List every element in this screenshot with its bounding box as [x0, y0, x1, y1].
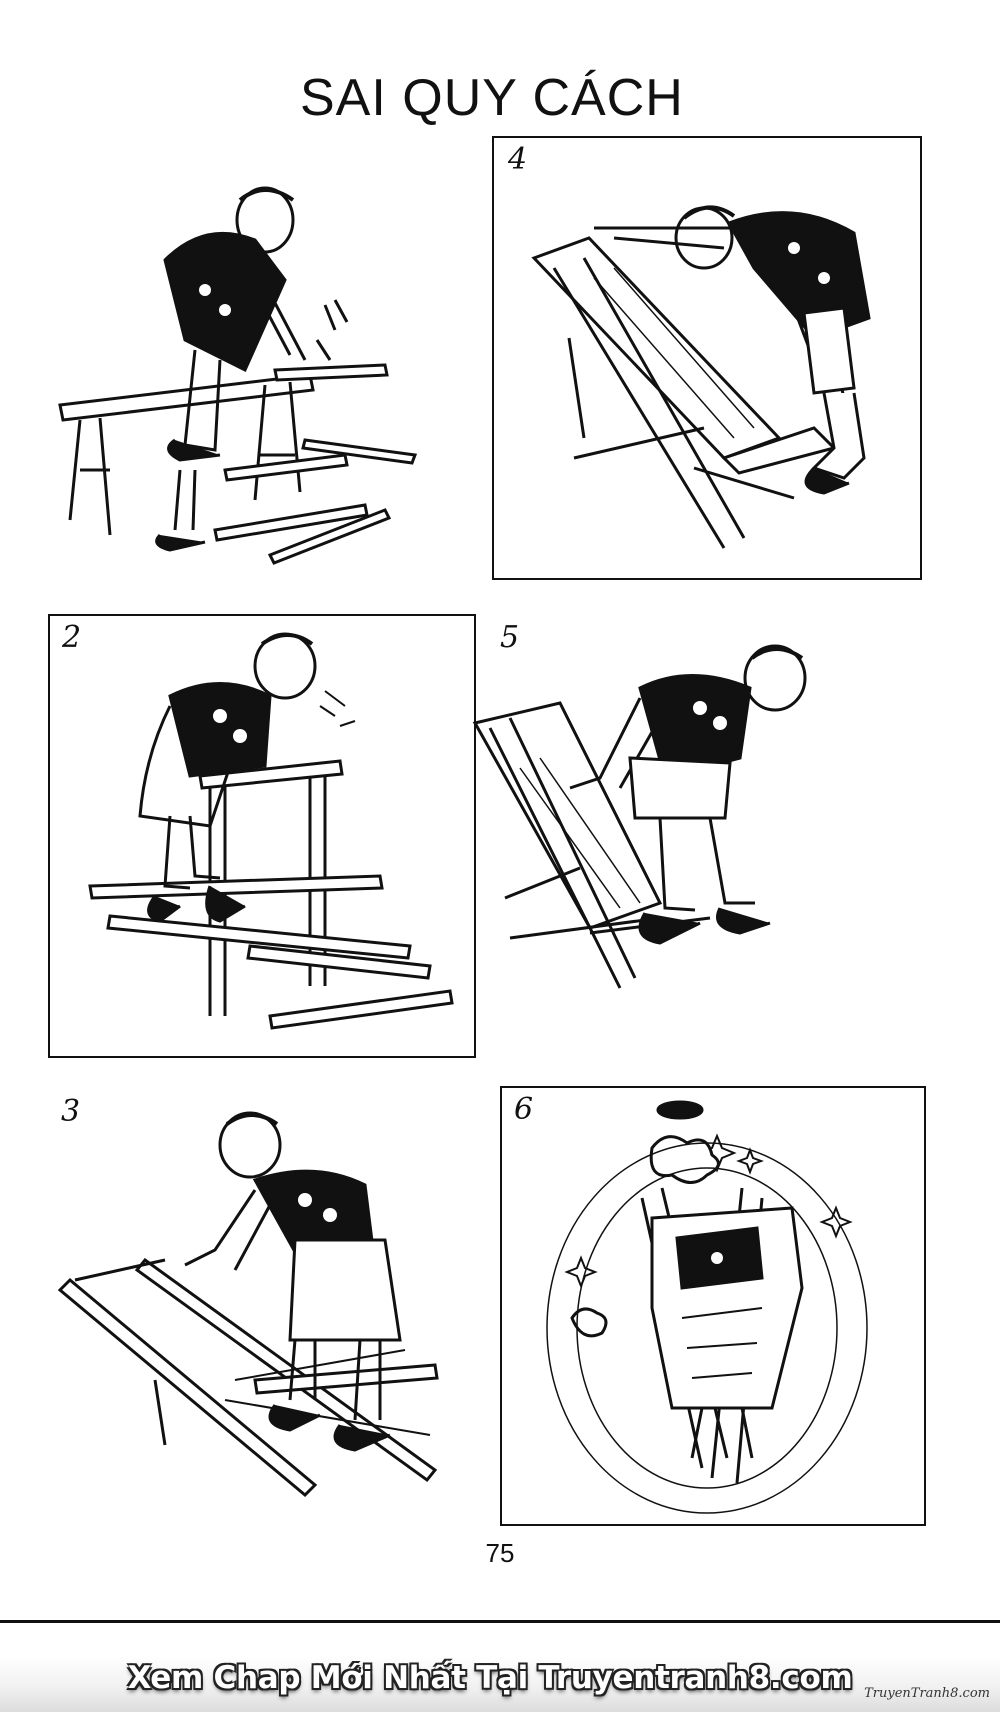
comic-panel-6: 6 — [500, 1086, 926, 1526]
panel-6-drawing — [546, 1100, 868, 1514]
panel-1-drawing — [58, 186, 418, 565]
page-title: SAI QUY CÁCH — [300, 69, 684, 127]
panel-6-number: 6 — [514, 1092, 534, 1127]
panel-3-drawing — [57, 1111, 439, 1498]
panel-3-number: 3 — [61, 1094, 81, 1129]
footer-banner — [0, 1650, 1000, 1712]
footer-banner-text[interactable]: Xem Chap Mới Nhất Tại Truyentranh8.com — [127, 1660, 853, 1696]
panel-5-drawing — [472, 644, 807, 989]
comic-panel-5: 5 — [470, 618, 930, 1038]
page-number: 75 — [485, 1538, 515, 1568]
panel-5-number: 5 — [500, 620, 520, 655]
panel-4-number: 4 — [508, 142, 528, 177]
panel-2-drawing — [88, 632, 454, 1030]
panel-4-drawing — [531, 205, 871, 549]
comic-panel-1 — [55, 170, 455, 580]
comic-panel-4: 4 — [492, 136, 922, 580]
footer-watermark: TruyenTranh8.com — [864, 1686, 990, 1701]
panel-2-number: 2 — [62, 620, 82, 655]
comic-panel-2: 2 — [48, 614, 476, 1058]
footer-divider — [0, 1620, 1000, 1623]
comic-panel-3: 3 — [55, 1090, 465, 1500]
